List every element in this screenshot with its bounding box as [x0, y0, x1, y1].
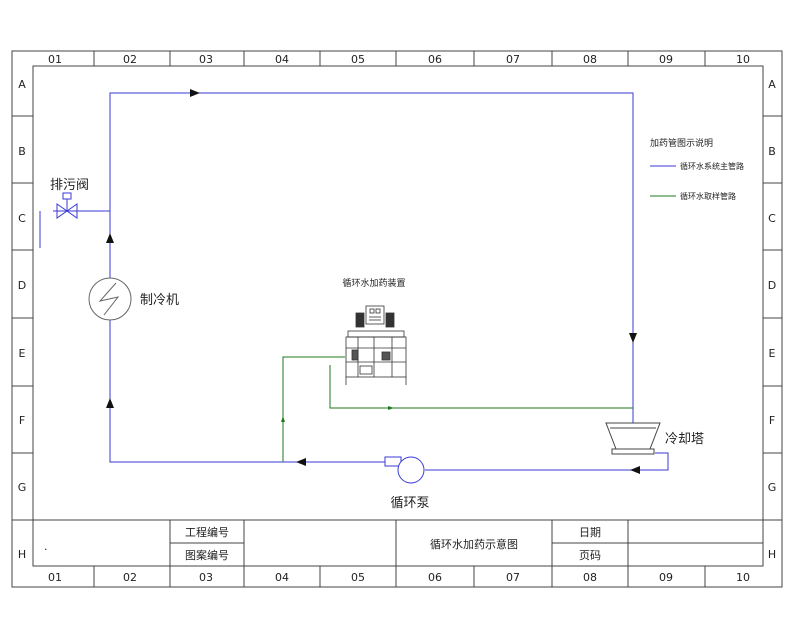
- sample-arrow-right: [388, 406, 394, 410]
- cooling-tower-icon: [605, 422, 661, 455]
- row-ticks: [12, 115, 782, 521]
- row-label-right-F: F: [769, 414, 775, 427]
- col-label-bottom-07: 07: [506, 571, 520, 584]
- arrow-left-bottom: [296, 458, 306, 466]
- page-label: 页码: [579, 549, 601, 562]
- col-label-top-10: 10: [736, 53, 750, 66]
- chiller-icon: [88, 277, 132, 321]
- arrow-right-top: [190, 89, 200, 97]
- dosing-unit-icon: [345, 305, 407, 385]
- sample-pipe: [282, 356, 633, 462]
- col-label-bottom-09: 09: [659, 571, 673, 584]
- col-label-bottom-02: 02: [123, 571, 137, 584]
- col-label-top-02: 02: [123, 53, 137, 66]
- cooling-tower-label: 冷却塔: [665, 432, 704, 447]
- col-label-bottom-06: 06: [428, 571, 442, 584]
- row-label-right-D: D: [768, 279, 776, 292]
- sample-arrow-up: [281, 416, 285, 422]
- col-label-top-03: 03: [199, 53, 213, 66]
- dosing-unit-label: 循环水加药装置: [342, 277, 405, 289]
- drawing-no-label: 图案编号: [185, 548, 229, 562]
- main-pipe: [39, 92, 669, 471]
- circulation-pump-label: 循环泵: [390, 496, 429, 511]
- col-label-bottom-08: 08: [583, 571, 597, 584]
- inner-frame: [32, 65, 764, 567]
- legend-item-sample: 循环水取样管路: [680, 191, 736, 201]
- sample-arrows: [281, 406, 394, 422]
- row-label-right-G: G: [768, 481, 777, 494]
- row-label-left-F: F: [19, 414, 25, 427]
- col-label-top-09: 09: [659, 53, 673, 66]
- row-label-right-H: H: [768, 548, 776, 561]
- col-label-bottom-10: 10: [736, 571, 750, 584]
- row-label-left-E: E: [19, 347, 26, 360]
- row-label-left-H: H: [18, 548, 26, 561]
- col-label-bottom-05: 05: [351, 571, 365, 584]
- col-label-bottom-01: 01: [48, 571, 62, 584]
- row-label-left-G: G: [18, 481, 27, 494]
- row-label-right-A: A: [768, 78, 776, 91]
- project-no-label: 工程编号: [185, 525, 229, 539]
- row-label-left-D: D: [18, 279, 26, 292]
- row-label-right-C: C: [768, 212, 776, 225]
- col-label-bottom-03: 03: [199, 571, 213, 584]
- arrow-left-tower: [630, 466, 640, 474]
- drain-valve-icon: [56, 192, 78, 219]
- chiller-label: 制冷机: [140, 293, 179, 308]
- legend: 加药管图示说明 循环水系统主管路 循环水取样管路: [650, 137, 744, 201]
- col-label-top-07: 07: [506, 53, 520, 66]
- col-label-top-04: 04: [275, 53, 289, 66]
- legend-title: 加药管图示说明: [650, 137, 713, 149]
- legend-item-main: 循环水系统主管路: [680, 161, 744, 171]
- arrow-down-right: [629, 333, 637, 343]
- row-label-left-C: C: [18, 212, 26, 225]
- outer-frame: [11, 50, 783, 588]
- col-label-top-06: 06: [428, 53, 442, 66]
- drawing-title: 循环水加药示意图: [430, 537, 518, 551]
- column-ticks: [93, 51, 706, 587]
- circulation-pump-icon: [384, 456, 425, 484]
- row-label-left-A: A: [18, 78, 26, 91]
- col-label-bottom-04: 04: [275, 571, 289, 584]
- title-block: [33, 519, 763, 566]
- arrow-up-left-upper: [106, 233, 114, 243]
- row-label-right-E: E: [769, 347, 776, 360]
- arrow-up-left-lower: [106, 398, 114, 408]
- drain-valve-label: 排污阀: [50, 178, 89, 193]
- col-label-top-01: 01: [48, 53, 62, 66]
- title-block-mark: .: [44, 540, 48, 553]
- col-label-top-08: 08: [583, 53, 597, 66]
- row-label-right-B: B: [768, 145, 776, 158]
- date-label: 日期: [579, 526, 601, 539]
- flow-arrows: [106, 89, 640, 474]
- col-label-top-05: 05: [351, 53, 365, 66]
- row-label-left-B: B: [18, 145, 26, 158]
